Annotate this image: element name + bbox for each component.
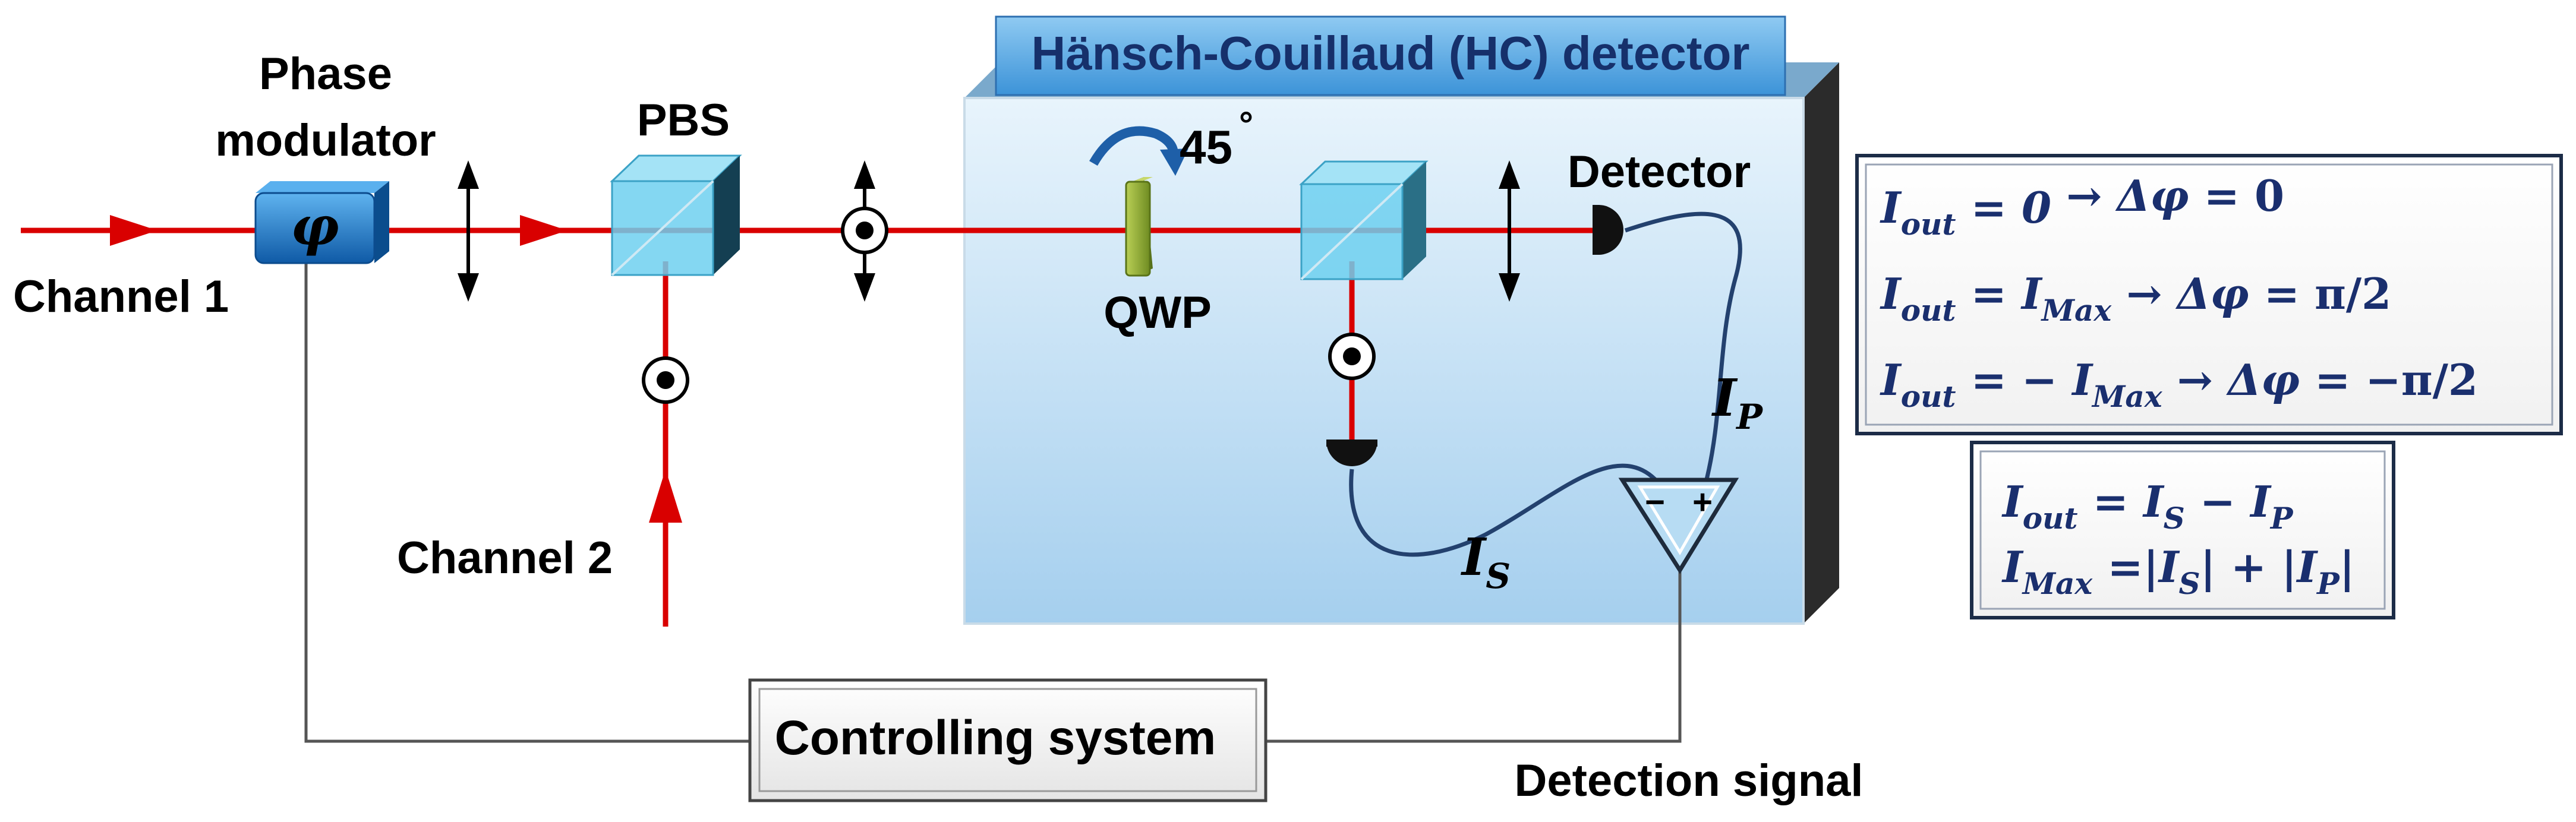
equations-box-1: Iout = 0 → Δφ = 0 Iout = IMax → Δφ = π/2I… bbox=[1855, 154, 2563, 435]
hc-title-banner: Hänsch-Couillaud (HC) detector bbox=[995, 15, 1786, 96]
qwp-plate bbox=[1125, 177, 1153, 277]
degree-symbol: ° bbox=[1239, 105, 1253, 144]
detector-s-icon bbox=[1326, 440, 1377, 466]
hc-title: Hänsch-Couillaud (HC) detector bbox=[1032, 27, 1750, 80]
equations-box-2: Iout = IS − IP IMax =|IS| + |IP| bbox=[1970, 441, 2395, 619]
controlling-system-label: Controlling system bbox=[775, 711, 1216, 765]
phase-modulator-label-2: modulator bbox=[215, 115, 436, 166]
rotation-angle: 45 bbox=[1180, 121, 1232, 173]
current-ip-label: IP bbox=[1711, 368, 1763, 437]
imax-definition: IMax =|IS| + |IP| bbox=[2001, 542, 2355, 601]
differential-amplifier bbox=[1618, 478, 1739, 574]
arrow-channel1 bbox=[110, 215, 157, 246]
phase-modulator: φ bbox=[254, 181, 389, 264]
rotation-arrow-icon bbox=[1089, 126, 1188, 176]
equation-line: Iout = − IMax → Δφ = −π/2 bbox=[1880, 355, 2478, 414]
control-lines bbox=[304, 235, 1682, 743]
polarization-arrow-1 bbox=[458, 160, 479, 302]
arrow-channel2 bbox=[649, 469, 682, 523]
iout-definition: Iout = IS − IP bbox=[2001, 476, 2294, 536]
channel1-label: Channel 1 bbox=[13, 271, 229, 322]
current-is-label: IS bbox=[1460, 527, 1511, 596]
equation-lines: Iout = 0 → Δφ = 0 Iout = IMax → Δφ = π/2I… bbox=[1880, 170, 2478, 414]
equation-line: Iout = IMax → Δφ = π/2 bbox=[1880, 268, 2391, 328]
qwp-label: QWP bbox=[1103, 287, 1212, 338]
amp-plus: + bbox=[1692, 483, 1713, 521]
phase-modulator-label-1: Phase bbox=[259, 49, 392, 99]
equation-line: Iout = 0 → Δφ = 0 bbox=[1880, 170, 2284, 242]
beam-arrows bbox=[110, 215, 682, 523]
hc-pbs-cube bbox=[1299, 160, 1429, 280]
detector-wires bbox=[1349, 211, 1742, 557]
pbs-cube bbox=[610, 154, 742, 276]
hc-box-side bbox=[1803, 62, 1839, 624]
detector-label: Detector bbox=[1568, 147, 1751, 197]
controlling-system-box: Controlling system bbox=[748, 678, 1267, 802]
pbs-label: PBS bbox=[637, 95, 730, 146]
detection-signal-label: Detection signal bbox=[1515, 755, 1864, 806]
phi-symbol: φ bbox=[291, 195, 339, 258]
amp-minus: − bbox=[1645, 483, 1665, 521]
detector-p-icon bbox=[1593, 205, 1623, 255]
polarization-arrow-3 bbox=[1499, 160, 1520, 302]
arrow-pbs-in bbox=[520, 215, 567, 246]
channel2-label: Channel 2 bbox=[397, 533, 613, 583]
